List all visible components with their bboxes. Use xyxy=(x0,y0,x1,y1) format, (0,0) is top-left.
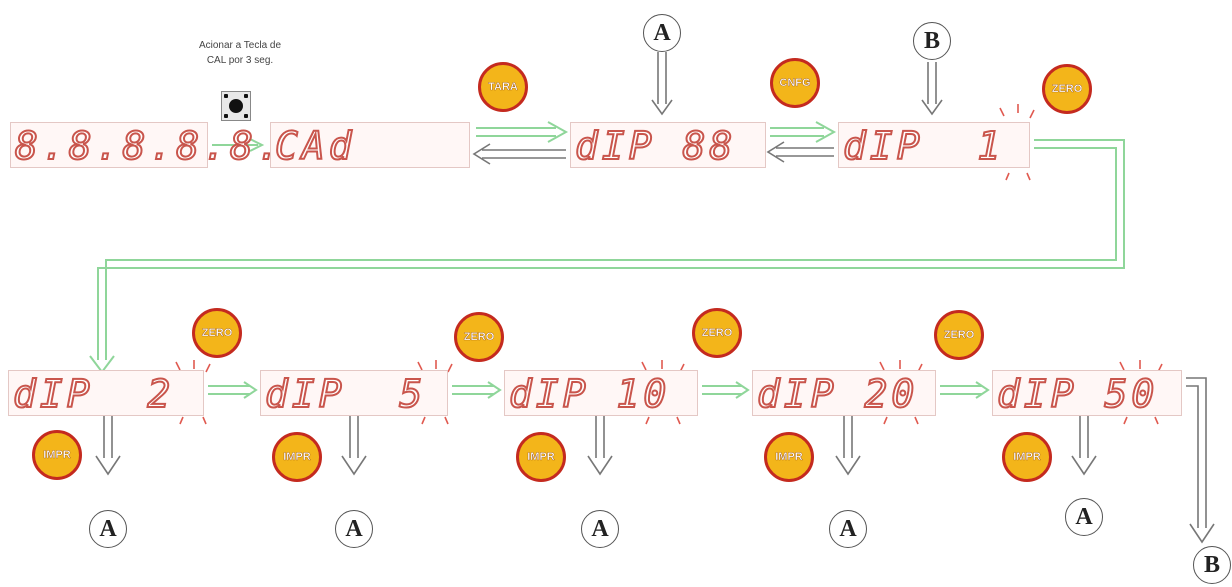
instruction-line-1: Acionar a Tecla de xyxy=(198,40,282,51)
instruction-note: Acionar a Tecla de CAL por 3 seg. xyxy=(160,38,320,68)
arrow-d1-d2 xyxy=(212,138,265,152)
display-cad: CAd xyxy=(270,122,470,168)
impr-key: IMPR xyxy=(516,432,566,482)
arrow-d6-d7 xyxy=(452,381,502,399)
node-a: A xyxy=(1065,498,1103,536)
display-value: dIP 2 xyxy=(12,372,175,416)
cnfg-key: CNFG xyxy=(770,58,820,108)
node-a: A xyxy=(335,510,373,548)
node-b: B xyxy=(913,22,951,60)
push-button-icon xyxy=(221,91,251,121)
display-value: dIP 50 xyxy=(996,372,1159,416)
arrow-d2-d3 xyxy=(476,121,569,143)
display-all-segments: 8.8.8.8.8.8. xyxy=(10,122,338,168)
display-value: dIP 1 xyxy=(842,124,1005,168)
display-dip-2: dIP 2 xyxy=(8,370,204,416)
loop-d4-d5 xyxy=(97,139,1125,360)
arrow-d7-d8 xyxy=(702,381,750,399)
node-a: A xyxy=(581,510,619,548)
arrow-d5-d6 xyxy=(208,381,258,399)
display-value: dIP 10 xyxy=(508,372,671,416)
zero-key: ZERO xyxy=(454,312,504,362)
display-dip-1: dIP 1 xyxy=(838,122,1030,168)
impr-key: IMPR xyxy=(272,432,322,482)
zero-key: ZERO xyxy=(192,308,242,358)
down-arrow-A xyxy=(651,52,673,116)
back-arrow-d4-d3 xyxy=(766,141,834,163)
zero-key: ZERO xyxy=(934,310,984,360)
zero-key: ZERO xyxy=(1042,64,1092,114)
impr-key: IMPR xyxy=(764,432,814,482)
instruction-line-2: CAL por 3 seg. xyxy=(206,55,274,66)
zero-key: ZERO xyxy=(692,308,742,358)
arrow-d9-B xyxy=(1186,377,1215,544)
display-dip-50: dIP 50 xyxy=(992,370,1182,416)
node-a: A xyxy=(89,510,127,548)
display-value: dIP 20 xyxy=(756,372,919,416)
display-value: dIP 88 xyxy=(574,124,737,168)
display-dip-20: dIP 20 xyxy=(752,370,936,416)
arrow-d8-d9 xyxy=(940,381,990,399)
display-dip-88: dIP 88 xyxy=(570,122,766,168)
down-arrow-B xyxy=(921,62,943,116)
node-a: A xyxy=(829,510,867,548)
impr-key: IMPR xyxy=(1002,432,1052,482)
node-a: A xyxy=(643,14,681,52)
arrow-d3-d4 xyxy=(770,121,837,143)
tara-key: TARA xyxy=(478,62,528,112)
impr-key: IMPR xyxy=(32,430,82,480)
display-value: CAd xyxy=(274,124,356,168)
display-dip-5: dIP 5 xyxy=(260,370,448,416)
display-value: 8.8.8.8.8.8. xyxy=(14,124,338,168)
display-value: dIP 5 xyxy=(264,372,427,416)
display-dip-10: dIP 10 xyxy=(504,370,698,416)
back-arrow-d3-d2 xyxy=(472,143,566,165)
node-b: B xyxy=(1193,546,1231,584)
